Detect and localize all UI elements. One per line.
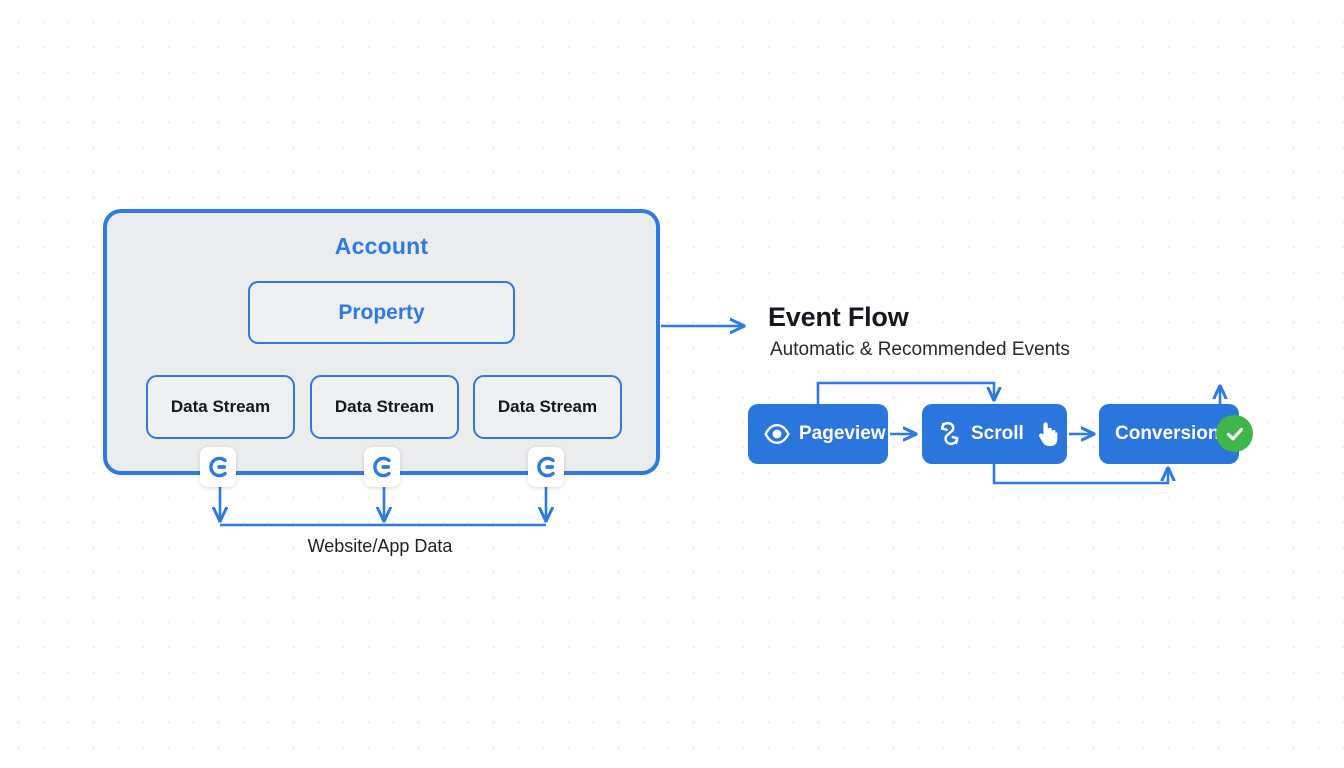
data-stream-node-1[interactable]: Data Stream — [146, 375, 295, 439]
event-flow-subtitle: Automatic & Recommended Events — [770, 339, 1070, 360]
data-stream-label: Data Stream — [497, 397, 598, 416]
event-node-conversion[interactable]: Conversion — [1099, 404, 1239, 464]
event-node-label: Pageview — [799, 423, 886, 444]
event-node-label: Scroll — [971, 423, 1024, 444]
analytics-stream-icon — [373, 456, 391, 478]
check-circle-icon — [1216, 415, 1253, 452]
eye-icon — [764, 424, 790, 444]
pageview-loop-to-scroll — [816, 381, 994, 404]
event-node-pageview[interactable]: Pageview — [748, 404, 888, 464]
event-node-scroll[interactable]: Scroll — [922, 404, 1067, 464]
data-stream-node-3[interactable]: Data Stream — [473, 375, 622, 439]
event-node-label: Conversion — [1115, 423, 1220, 444]
data-stream-label: Data Stream — [170, 397, 271, 416]
analytics-stream-icon-2[interactable] — [364, 447, 400, 487]
checkmark-glyph — [1226, 427, 1243, 440]
scroll-loop-to-conversion — [992, 464, 1168, 485]
data-source-label: Website/App Data — [307, 536, 453, 556]
property-label: Property — [338, 300, 425, 324]
analytics-stream-icon-3[interactable] — [528, 447, 564, 487]
data-stream-node-2[interactable]: Data Stream — [310, 375, 459, 439]
event-flow-title: Event Flow — [768, 302, 909, 332]
analytics-stream-icon-1[interactable] — [200, 447, 236, 487]
analytics-stream-icon — [209, 456, 227, 478]
scroll-icon — [938, 421, 962, 447]
property-node[interactable]: Property — [248, 281, 515, 344]
analytics-stream-icon — [537, 456, 555, 478]
data-stream-label: Data Stream — [334, 397, 435, 416]
pointing-hand-cursor-icon — [1035, 420, 1059, 448]
account-title: Account — [334, 233, 429, 259]
